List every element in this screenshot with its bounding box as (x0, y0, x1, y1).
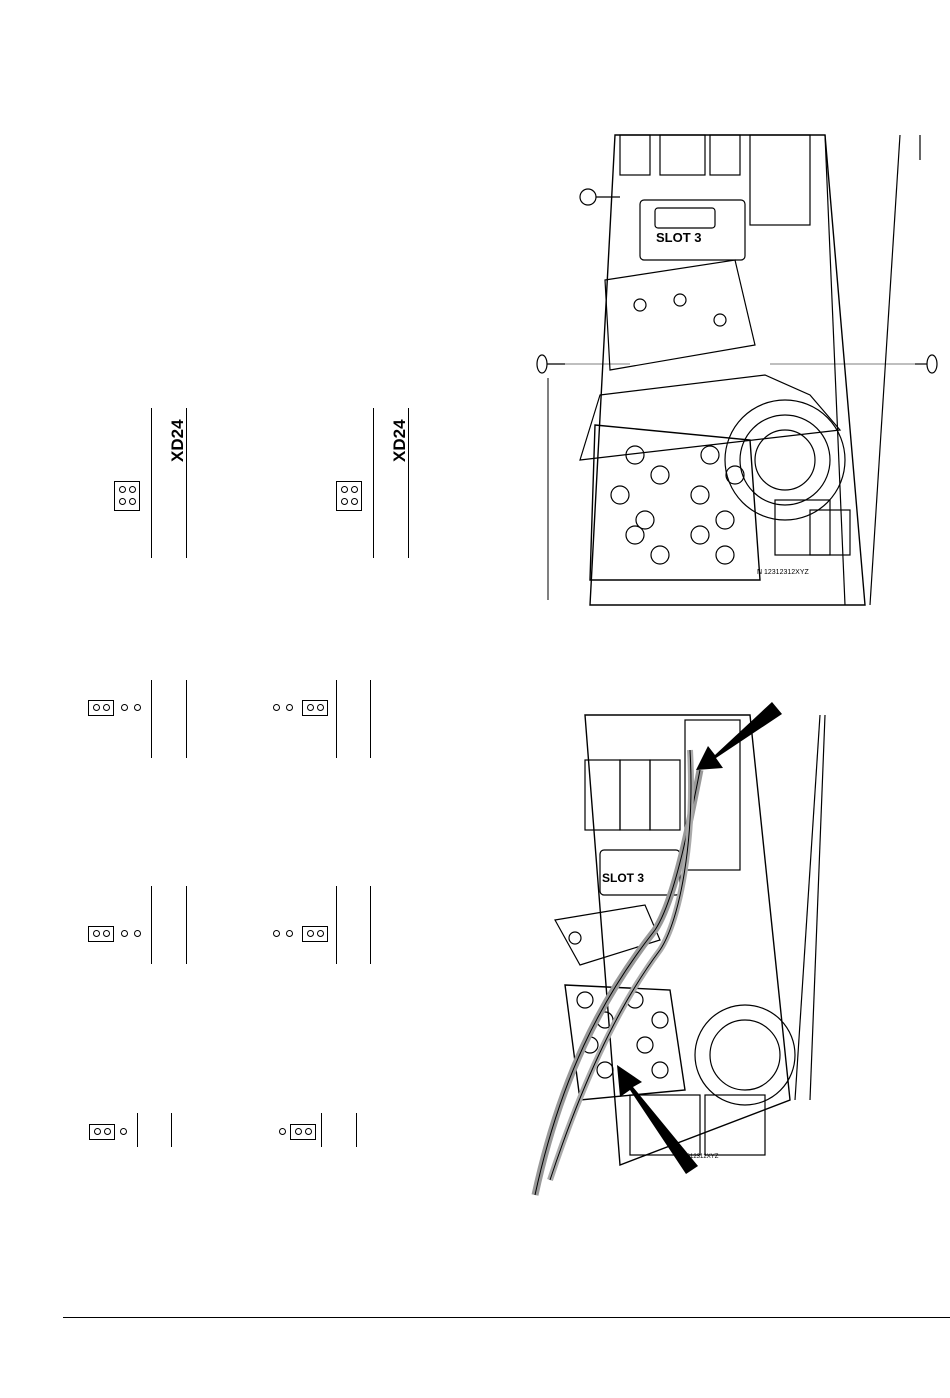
jumper-2pin (88, 700, 114, 716)
drive-illustration-bottom: SLOT 3 12312312XYZ (520, 700, 950, 1210)
slot-label: SLOT 3 (602, 871, 644, 885)
screw-icon (915, 355, 937, 373)
jumper-2pin (302, 700, 328, 716)
jumper-2pin (88, 926, 114, 942)
open-pin (121, 704, 128, 711)
xd24-label: XD24 (168, 419, 188, 462)
serial-label: 12312312XYZ (680, 1154, 719, 1160)
xd24-label: XD24 (390, 419, 410, 462)
jumper-2pin (302, 926, 328, 942)
screw-icon (537, 355, 565, 373)
serial-label: N 12312312XYZ (757, 569, 809, 576)
jumper-4pin (336, 481, 362, 511)
open-pin (273, 704, 280, 711)
jumper-4pin (114, 481, 140, 511)
arrow-icon (696, 702, 782, 770)
slot-label: SLOT 3 (656, 230, 702, 245)
open-pin (134, 704, 141, 711)
open-pin (286, 704, 293, 711)
terminal-line (151, 408, 152, 558)
jumper-2pin (290, 1124, 316, 1140)
terminal-line (373, 408, 374, 558)
terminal-screw-group (611, 446, 744, 564)
jumper-2pin (89, 1124, 115, 1140)
screw-icon (580, 189, 620, 205)
footer-rule (63, 1317, 950, 1318)
drive-illustration-top: SLOT 3 N 12312312XYZ (520, 130, 950, 610)
